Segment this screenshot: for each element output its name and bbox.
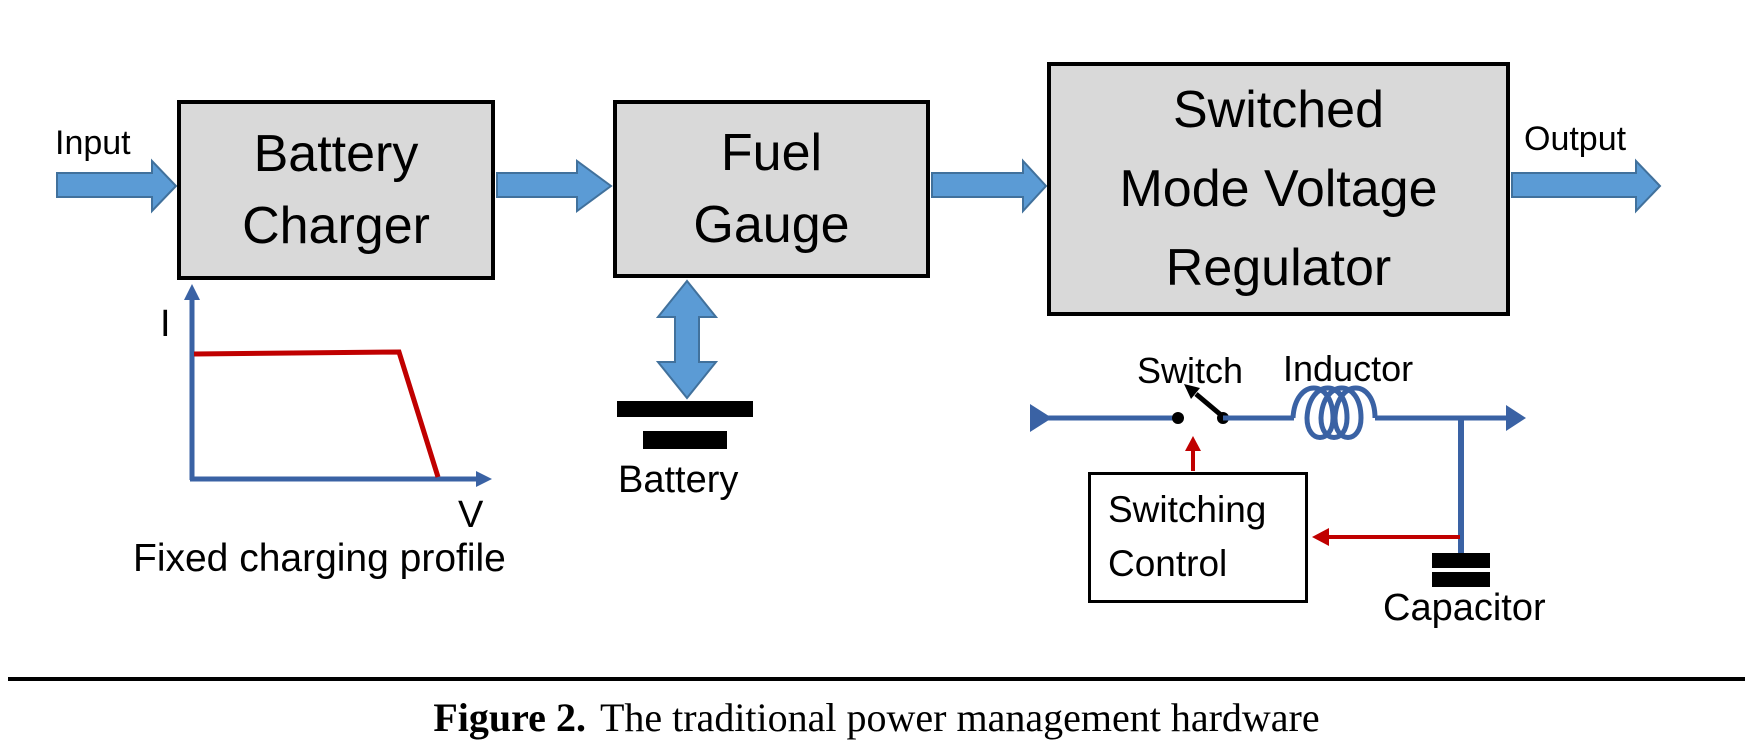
battery-label: Battery xyxy=(618,459,739,501)
figure-caption-label: Figure 2. xyxy=(433,695,586,740)
feedback-arrowhead-icon xyxy=(1312,528,1329,546)
regulator-label-line1: Switched xyxy=(1173,80,1384,139)
battery-plate-short xyxy=(643,431,727,449)
charger-to-gauge-arrow-icon xyxy=(496,159,613,213)
inductor-label: Inductor xyxy=(1283,348,1414,389)
switch-label: Switch xyxy=(1137,350,1244,391)
circuit-start-triangle-icon xyxy=(1030,404,1052,432)
figure-caption: Figure 2. The traditional power managemen… xyxy=(0,694,1753,741)
output-label: Output xyxy=(1524,120,1627,158)
switching-control-label-line1: Switching xyxy=(1108,489,1267,530)
switch-lever xyxy=(1194,392,1223,417)
input-label: Input xyxy=(55,124,131,162)
battery-charger-label-line1: Battery xyxy=(253,125,419,183)
profile-x-axis-arrowhead-icon xyxy=(476,471,492,487)
input-arrow-icon xyxy=(56,158,178,214)
profile-y-axis-label: I xyxy=(160,303,171,345)
regulator-label-line2: Mode Voltage xyxy=(1119,159,1438,218)
fuel-gauge-label-line2: Gauge xyxy=(693,196,850,254)
battery-plate-long xyxy=(617,401,753,417)
regulator-block: Switched Mode Voltage Regulator xyxy=(1047,62,1510,316)
fuel-gauge-label-line1: Fuel xyxy=(720,124,823,182)
control-to-switch-arrowhead-icon xyxy=(1185,436,1201,451)
circuit-output-arrowhead-icon xyxy=(1506,405,1526,431)
gauge-to-regulator-arrow-icon xyxy=(931,158,1048,214)
capacitor-label: Capacitor xyxy=(1383,587,1546,629)
caption-divider xyxy=(8,677,1745,681)
gauge-battery-double-arrow-icon xyxy=(655,279,719,400)
battery-charger-label-line2: Charger xyxy=(242,197,430,255)
profile-y-axis-arrowhead-icon xyxy=(184,284,200,300)
inductor-coil-icon xyxy=(1290,385,1378,440)
profile-x-axis-label: V xyxy=(458,494,484,536)
switch-contact-left xyxy=(1172,412,1184,424)
charging-profile-caption: Fixed charging profile xyxy=(133,537,506,580)
switch-lever-arrowhead-icon xyxy=(1184,384,1200,399)
switching-control-block: Switching Control xyxy=(1088,472,1308,603)
figure-caption-text: The traditional power management hardwar… xyxy=(599,695,1320,740)
regulator-label-line3: Regulator xyxy=(1165,238,1392,297)
capacitor-plate-bottom xyxy=(1432,572,1490,587)
fuel-gauge-block: Fuel Gauge xyxy=(613,100,930,278)
battery-charger-block: Battery Charger xyxy=(177,100,495,280)
charging-profile-curve xyxy=(193,349,441,478)
capacitor-plate-top xyxy=(1432,553,1490,568)
switching-control-label-line2: Control xyxy=(1108,543,1228,584)
output-arrow-icon xyxy=(1511,158,1662,214)
